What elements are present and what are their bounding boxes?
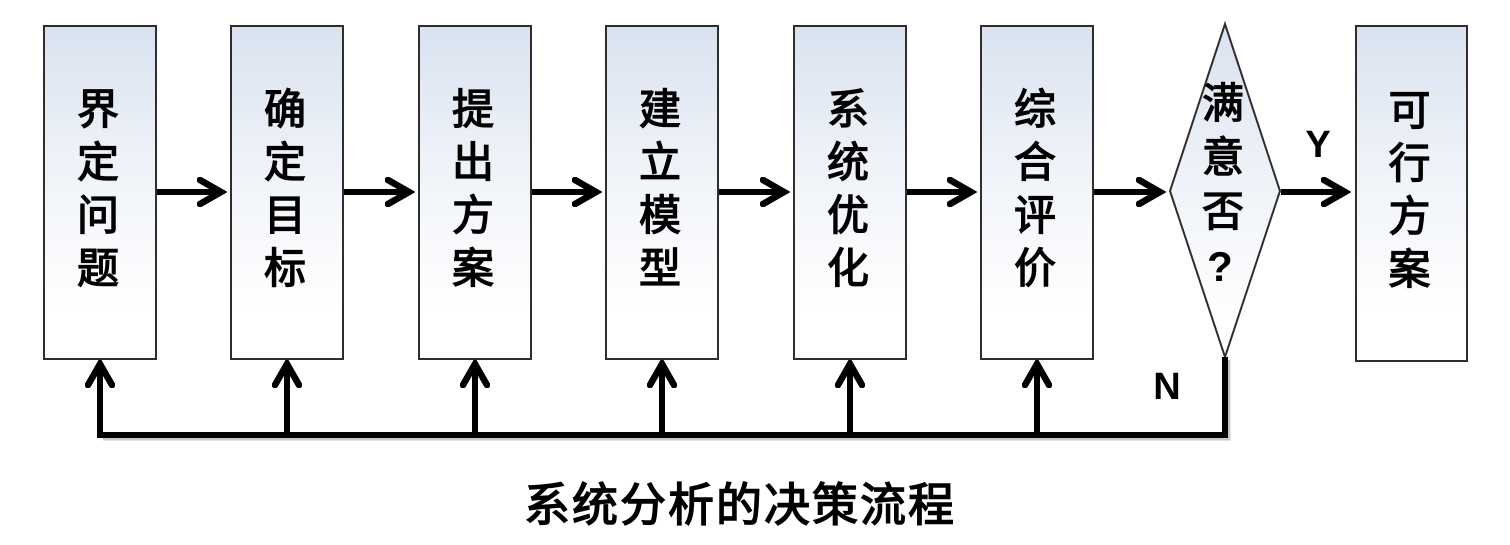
diagram-caption: 系统分析的决策流程 — [524, 479, 956, 531]
process-box-label: 确定目标 — [258, 86, 306, 299]
process-box-define-problem: 界定问题 — [43, 25, 157, 360]
process-box-propose-solutions: 提出方案 — [418, 25, 532, 360]
process-box-comprehensive-evaluation: 综合评价 — [980, 25, 1094, 360]
branch-label-yes: Y — [1305, 124, 1331, 166]
branch-label-no: N — [1153, 366, 1181, 408]
decision-diamond — [1168, 20, 1282, 361]
process-box-set-goals: 确定目标 — [230, 25, 344, 360]
result-box-feasible-solution: 可行方案 — [1355, 25, 1468, 362]
process-box-label: 界定问题 — [71, 86, 119, 299]
process-box-label: 建立模型 — [633, 86, 681, 299]
process-box-system-optimization: 系统优化 — [793, 25, 907, 360]
process-box-build-model: 建立模型 — [605, 25, 719, 360]
result-box-label: 可行方案 — [1383, 87, 1430, 300]
process-box-label: 综合评价 — [1008, 86, 1056, 299]
feedback-loop — [100, 357, 1231, 441]
feedback-line-shadow — [103, 360, 1231, 441]
process-box-label: 提出方案 — [446, 86, 494, 299]
process-box-label: 系统优化 — [821, 86, 869, 299]
